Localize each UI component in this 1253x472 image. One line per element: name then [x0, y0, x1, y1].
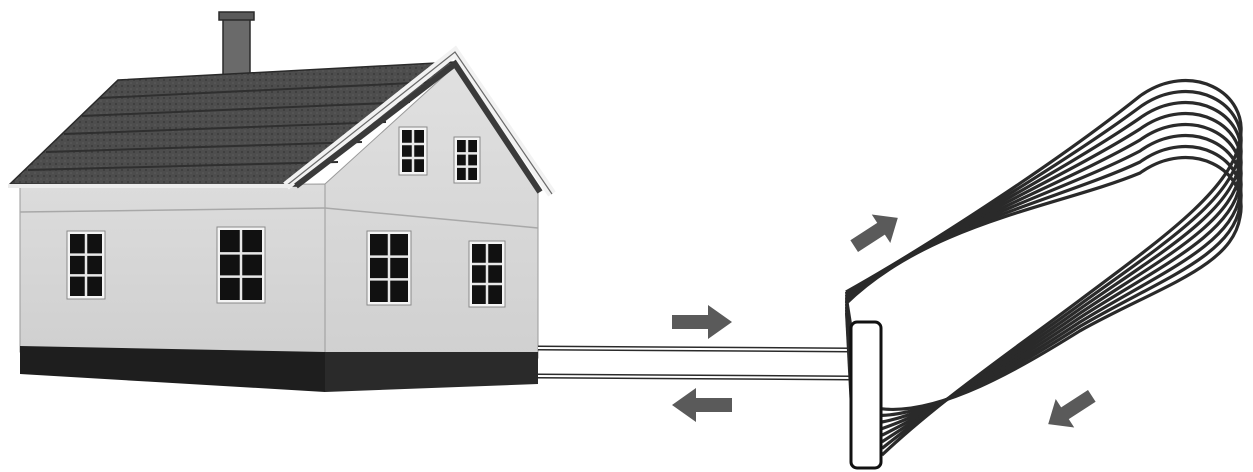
supply-pipe — [537, 345, 853, 353]
ground-coil — [844, 78, 1243, 457]
coil-out-arrow — [850, 214, 898, 253]
window — [366, 230, 412, 306]
supply-arrow — [672, 305, 732, 339]
manifold — [849, 320, 883, 470]
window — [66, 230, 106, 300]
coil-loop — [845, 122, 1243, 431]
window — [216, 226, 266, 304]
return-arrow — [672, 388, 732, 422]
flow-arrows — [672, 214, 1096, 428]
coil-in-arrow — [1048, 389, 1096, 428]
chimney — [218, 11, 255, 85]
window — [398, 126, 428, 176]
house — [8, 11, 556, 392]
roof-shingles — [27, 81, 434, 171]
return-pipe — [537, 373, 853, 381]
window — [468, 240, 506, 308]
window — [453, 136, 481, 184]
foundation — [20, 346, 325, 392]
windows — [66, 126, 506, 308]
coil-loop — [845, 111, 1243, 437]
coil-loop — [844, 155, 1243, 412]
pipes — [537, 345, 853, 381]
